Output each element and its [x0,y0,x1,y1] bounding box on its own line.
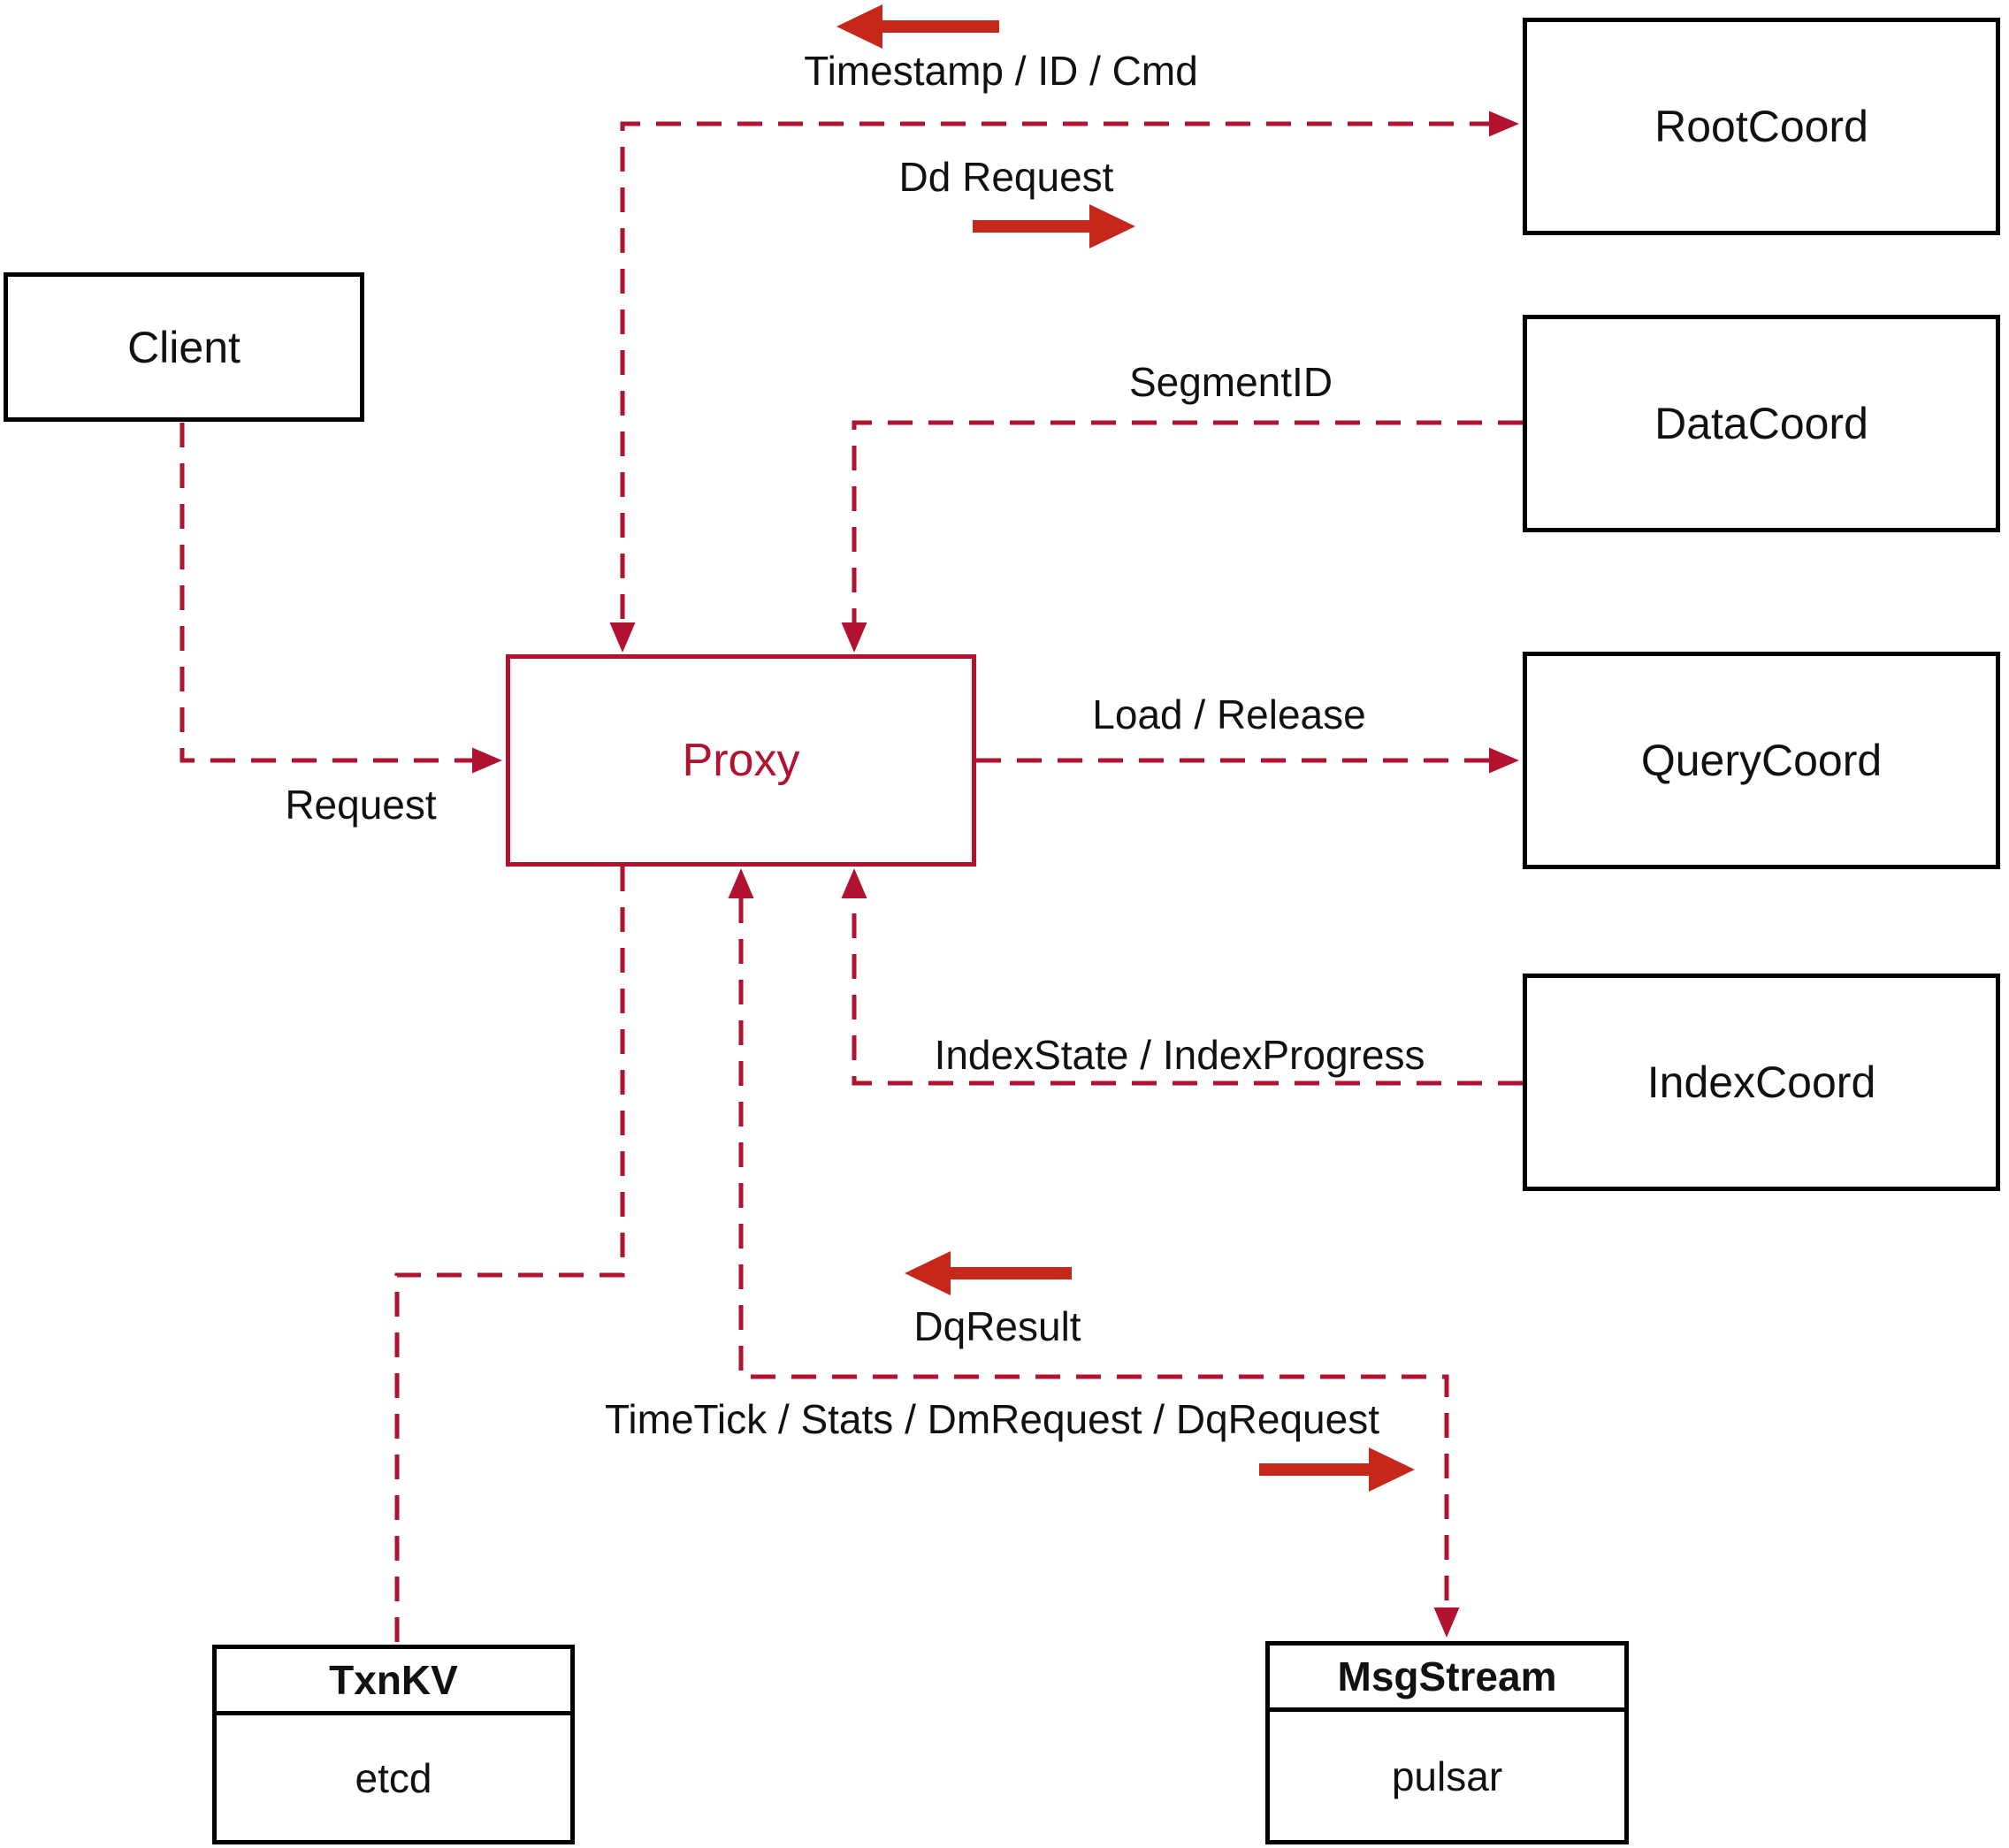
txnkv-header: TxnKV [217,1649,570,1715]
arrowhead-into-proxy-bottom-left-icon [728,868,754,898]
node-indexcoord-label: IndexCoord [1646,1058,1876,1107]
node-datacoord: DataCoord [1523,315,2000,532]
msgstream-body: pulsar [1270,1712,1624,1840]
node-indexcoord: IndexCoord [1523,974,2000,1191]
node-rootcoord-label: RootCoord [1654,102,1868,151]
arrowhead-into-msgstream-icon [1433,1607,1460,1638]
edge-label-dd-request: Dd Request [898,154,1114,200]
edge-label-dq-result: DqResult [913,1303,1081,1349]
edge-label-timestamp-id-cmd: Timestamp / ID / Cmd [804,48,1198,94]
edge-client-proxy [180,423,488,763]
node-proxy-label: Proxy [682,735,800,786]
edge-label-load-release: Load / Release [1092,691,1366,737]
msgstream-title: MsgStream [1337,1653,1557,1699]
msgstream-subtitle: pulsar [1391,1753,1503,1799]
node-msgstream: MsgStream pulsar [1265,1641,1629,1844]
dq-result-direction-left-arrow-icon [905,1251,1072,1295]
edge-proxy-rootcoord [620,121,1494,622]
edge-label-timetick-stats: TimeTick / Stats / DmRequest / DqRequest [605,1396,1379,1442]
txnkv-body: etcd [217,1715,570,1840]
arrowhead-into-querycoord-icon [1489,747,1519,774]
node-datacoord-label: DataCoord [1654,399,1868,448]
edge-label-segment-id: SegmentID [1128,359,1333,405]
arrowhead-into-proxy-bottom-right-icon [841,868,867,898]
arrowhead-into-proxy-top-right-icon [841,622,867,653]
edge-label-index-state-progress: IndexState / IndexProgress [934,1032,1425,1078]
msgstream-header: MsgStream [1270,1646,1624,1712]
edge-proxy-txnkv [394,867,625,1645]
edge-indexcoord-proxy [852,898,1523,1086]
txnkv-subtitle: etcd [355,1754,432,1801]
node-rootcoord: RootCoord [1523,18,2000,235]
txnkv-title: TxnKV [329,1657,458,1703]
arrowhead-into-rootcoord-icon [1489,111,1519,137]
node-querycoord: QueryCoord [1523,652,2000,869]
node-client: Client [4,272,364,422]
node-querycoord-label: QueryCoord [1640,736,1883,785]
arrowhead-into-proxy-top-left-icon [609,622,636,653]
edge-label-request: Request [285,782,437,828]
node-txnkv: TxnKV etcd [212,1645,575,1844]
edge-datacoord-proxy [852,420,1523,622]
timetick-direction-right-arrow-icon [1259,1447,1415,1492]
node-proxy: Proxy [506,654,976,867]
arrowhead-into-proxy-left-icon [472,747,502,774]
timestamp-direction-left-arrow-icon [836,4,999,49]
dd-request-direction-right-arrow-icon [973,204,1135,248]
node-client-label: Client [127,322,241,372]
edge-proxy-msgstream [738,898,1449,1607]
